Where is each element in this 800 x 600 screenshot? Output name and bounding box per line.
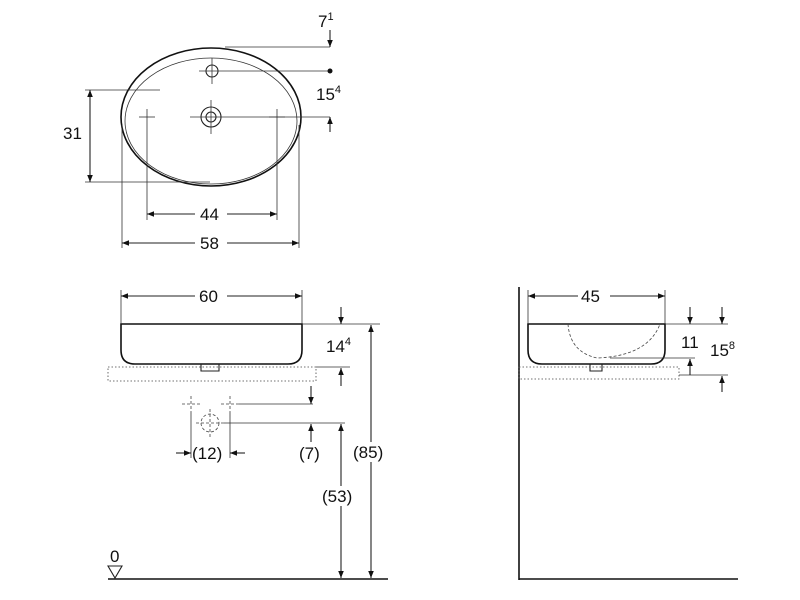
basin-inner-rim xyxy=(124,57,298,185)
floor-level-marker xyxy=(107,565,123,580)
dim-tap-spacing: (12) xyxy=(192,444,222,463)
floor-level-label: 0 xyxy=(110,547,119,566)
dim-front-width: 60 xyxy=(199,287,218,306)
dim-tap-offset: 71 xyxy=(318,11,334,31)
dim-side-height: 158 xyxy=(710,340,735,360)
fixing-point-left xyxy=(139,109,155,125)
dim-counter-height: (85) xyxy=(353,443,383,462)
front-view: 60 144 (12) (7) xyxy=(107,286,391,580)
countertop-side xyxy=(518,366,680,380)
top-view: 71 154 31 44 58 xyxy=(63,11,341,253)
dim-basin-height: 144 xyxy=(326,336,351,356)
basin-outline-front xyxy=(120,323,303,365)
waste-outlet xyxy=(190,100,232,134)
dim-waste-drop: (7) xyxy=(299,444,320,463)
countertop-front xyxy=(107,366,317,382)
side-view: 45 11 158 xyxy=(518,286,738,580)
tap-connection-left xyxy=(182,396,200,412)
tap-connection-right xyxy=(221,396,239,412)
basin-inner-profile xyxy=(567,323,661,359)
tap-hole xyxy=(199,58,225,84)
dim-inner-depth: 11 xyxy=(681,333,699,352)
dim-depth: 31 xyxy=(63,124,82,143)
dim-waste-height: (53) xyxy=(322,487,352,506)
dim-hole-spacing: 44 xyxy=(200,205,219,224)
waste-connection xyxy=(196,409,224,437)
dim-side-depth: 45 xyxy=(581,287,600,306)
dim-waste-offset: 154 xyxy=(316,84,341,104)
basin-outline-side xyxy=(527,323,666,365)
dim-overall-width: 58 xyxy=(200,234,219,253)
